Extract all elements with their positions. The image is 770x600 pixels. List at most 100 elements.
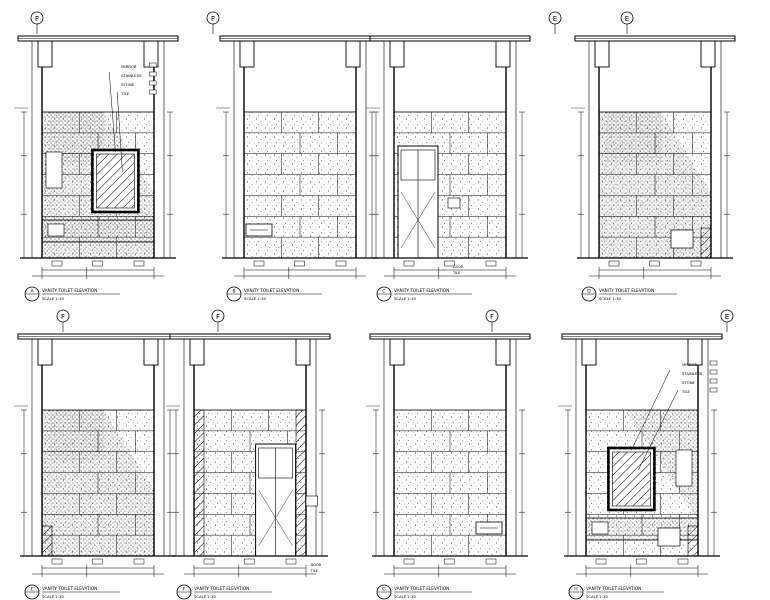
finish-tag	[485, 558, 497, 565]
finish-tag	[690, 260, 702, 267]
grid-tag: F	[216, 313, 220, 321]
wc-pan	[670, 229, 694, 249]
finish-tag	[51, 260, 63, 267]
drawing-scale: SCALE 1:30	[586, 594, 608, 599]
mirror-glass	[96, 153, 135, 209]
finish-tag	[133, 558, 145, 565]
drawing-scale: SCALE 1:30	[42, 296, 64, 301]
drawing-title: VANITY TOILET ELEVATION	[244, 288, 299, 293]
hatched-panel	[193, 409, 205, 557]
finish-tag	[636, 558, 647, 565]
door-swing	[258, 489, 293, 547]
column-left	[389, 338, 405, 366]
drawing-scale: SCALE 1:30	[194, 594, 216, 599]
hatched-panel	[295, 409, 307, 557]
drawing-title: VANITY TOILET ELEVATION	[194, 586, 249, 591]
wc-pan	[657, 527, 681, 547]
mirror-glass	[612, 451, 651, 507]
shower-valve	[305, 495, 318, 507]
finish-tag	[92, 558, 103, 565]
callout-tag	[148, 80, 157, 86]
basin	[47, 223, 65, 237]
callout-text: DOOR	[311, 563, 322, 567]
drawing-title: VANITY TOILET ELEVATION	[42, 288, 97, 293]
leader-line	[638, 389, 679, 471]
callout-tag	[148, 89, 157, 95]
column-right	[700, 40, 716, 68]
column-right	[143, 338, 159, 366]
callout-text: TILE	[120, 91, 130, 96]
drawing-number: D	[587, 289, 591, 295]
column-left	[581, 338, 597, 366]
door-swing	[400, 191, 436, 249]
callout-text: TILE	[681, 389, 691, 394]
grid-tag: F	[61, 313, 65, 321]
column-left	[239, 40, 255, 68]
finish-tag	[403, 260, 415, 267]
column-left	[37, 338, 53, 366]
drawing-number: F	[183, 587, 186, 593]
finish-tag	[253, 260, 265, 267]
grid-tag: F	[35, 15, 39, 23]
leader-line	[631, 369, 671, 451]
stone-cladding	[604, 112, 661, 164]
callout-tag	[148, 71, 157, 77]
hatched-panel	[700, 227, 712, 259]
finish-tag	[133, 260, 145, 267]
drawing-scale: SCALE 1:30	[244, 296, 266, 301]
column-right	[345, 40, 361, 68]
finish-tag	[294, 260, 305, 267]
column-right	[295, 338, 311, 366]
drawing-title: VANITY TOILET ELEVATION	[599, 288, 654, 293]
callout-tag	[709, 387, 718, 393]
callout-tag	[709, 378, 718, 384]
column-left	[37, 40, 53, 68]
leader-line	[108, 71, 116, 153]
drawing-title: VANITY TOILET ELEVATION	[586, 586, 641, 591]
drawing-scale: SCALE 1:30	[394, 296, 416, 301]
drawing-number: G	[382, 587, 386, 593]
drawing-number: B	[232, 289, 235, 295]
drawing-number: C	[382, 289, 385, 295]
callout-tag	[709, 369, 718, 375]
vanity-counter	[41, 219, 155, 243]
finish-tag	[608, 260, 620, 267]
finish-tag	[444, 260, 455, 267]
column-left	[189, 338, 205, 366]
drawing-title: VANITY TOILET ELEVATION	[394, 288, 449, 293]
drawing-scale: SCALE 1:30	[394, 594, 416, 599]
callout-text: DOOR	[453, 265, 464, 269]
finish-tag	[649, 260, 660, 267]
finish-tag	[203, 558, 215, 565]
grid-tag: E	[553, 15, 557, 23]
finish-tag	[595, 558, 607, 565]
drawing-title: VANITY TOILET ELEVATION	[394, 586, 449, 591]
finish-tag	[403, 558, 415, 565]
column-left	[389, 40, 405, 68]
callout-tag	[148, 62, 157, 68]
finish-tag	[485, 260, 497, 267]
column-right	[687, 338, 703, 366]
stone-cladding	[47, 410, 104, 462]
finish-tag	[92, 260, 103, 267]
cabinet-panel	[45, 151, 63, 189]
hatched-panel	[687, 525, 699, 557]
column-right	[495, 338, 511, 366]
callout-tag	[709, 360, 718, 366]
callout-text: STONE	[682, 380, 696, 385]
grid-tag: F	[211, 15, 215, 23]
shower-valve	[447, 197, 461, 209]
callout-text: MIRROR	[682, 362, 698, 367]
grid-tag: E	[625, 15, 629, 23]
drawing-scale: SCALE 1:30	[42, 594, 64, 599]
callout-text: STAINLESS	[121, 73, 142, 78]
drawing-number: H	[574, 587, 577, 593]
